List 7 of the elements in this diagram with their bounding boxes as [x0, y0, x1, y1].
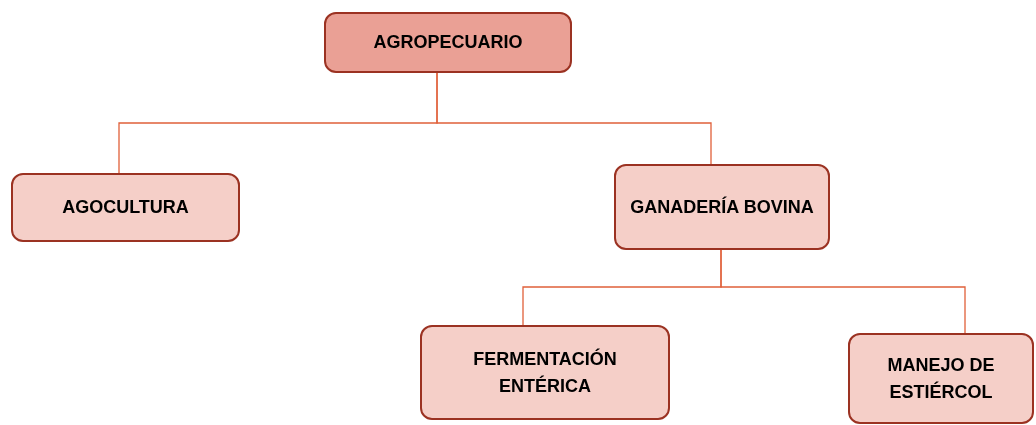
connector-line [720, 249, 966, 334]
process-box: AGROPECUARIO [324, 12, 572, 73]
process-box: FERMENTACIÓN ENTÉRICA [420, 325, 670, 420]
process-box: GANADERÍA BOVINA [614, 164, 830, 250]
process-box: MANEJO DE ESTIÉRCOL [848, 333, 1034, 424]
process-box: AGOCULTURA [11, 173, 240, 242]
connector-line [436, 72, 712, 165]
